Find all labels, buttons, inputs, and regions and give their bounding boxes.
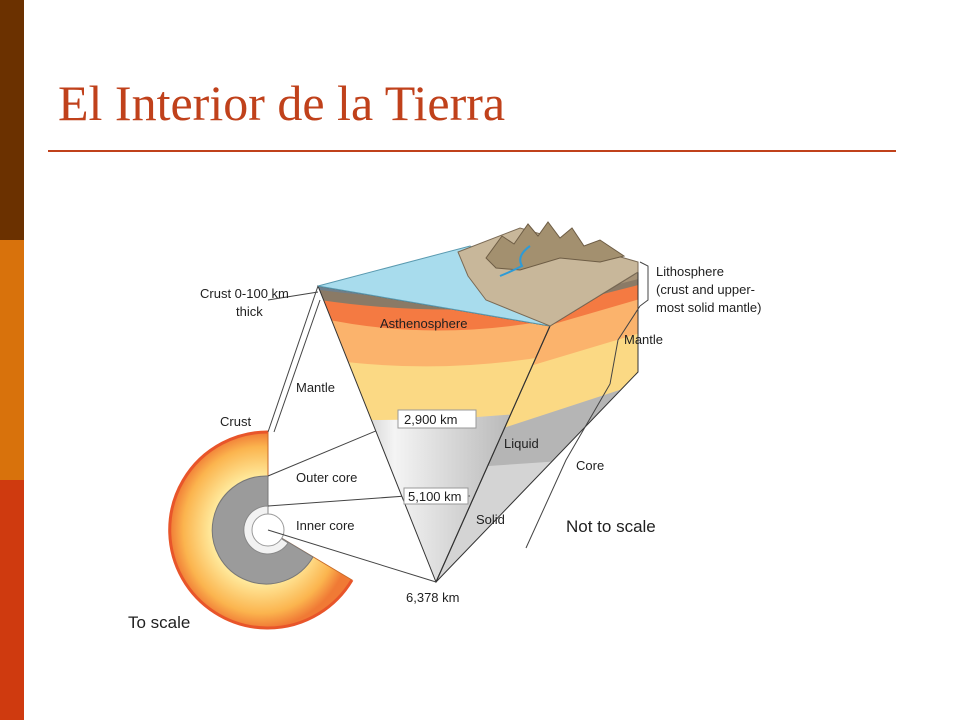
label-depth-6378: 6,378 km [406, 590, 459, 605]
surface-top [317, 221, 639, 327]
label-lithosphere-2: (crust and upper- [656, 282, 755, 297]
label-core: Core [576, 458, 604, 473]
label-asthenosphere: Asthenosphere [380, 316, 467, 331]
decor-bar-middle [0, 240, 24, 480]
river [499, 245, 531, 277]
label-outer-core: Outer core [296, 470, 357, 485]
title-divider [48, 150, 896, 152]
slide-title: El Interior de la Tierra [58, 75, 506, 131]
label-solid: Solid [476, 512, 505, 527]
label-liquid: Liquid [504, 436, 539, 451]
label-lithosphere-1: Lithosphere [656, 264, 724, 279]
label-depth-5100: 5,100 km [408, 489, 461, 504]
label-mantle-right: Mantle [624, 332, 663, 347]
label-lithosphere-3: most solid mantle) [656, 300, 761, 315]
decor-bar-bottom [0, 480, 24, 720]
to-scale-cross-section [168, 430, 354, 630]
label-crust: Crust [220, 414, 251, 429]
label-inner-core: Inner core [296, 518, 355, 533]
label-crust-thickness-1: Crust 0-100 km [200, 286, 289, 301]
label-depth-2900: 2,900 km [404, 412, 457, 427]
decor-bar-top [0, 0, 24, 240]
depth-5100-box [403, 487, 469, 505]
depth-2900-box [397, 409, 477, 429]
label-not-to-scale: Not to scale [566, 517, 656, 536]
label-to-scale: To scale [128, 613, 190, 632]
label-mantle-left: Mantle [296, 380, 335, 395]
label-crust-thickness-2: thick [236, 304, 263, 319]
right-brackets [525, 261, 649, 549]
scale-crust-ring [168, 430, 354, 630]
